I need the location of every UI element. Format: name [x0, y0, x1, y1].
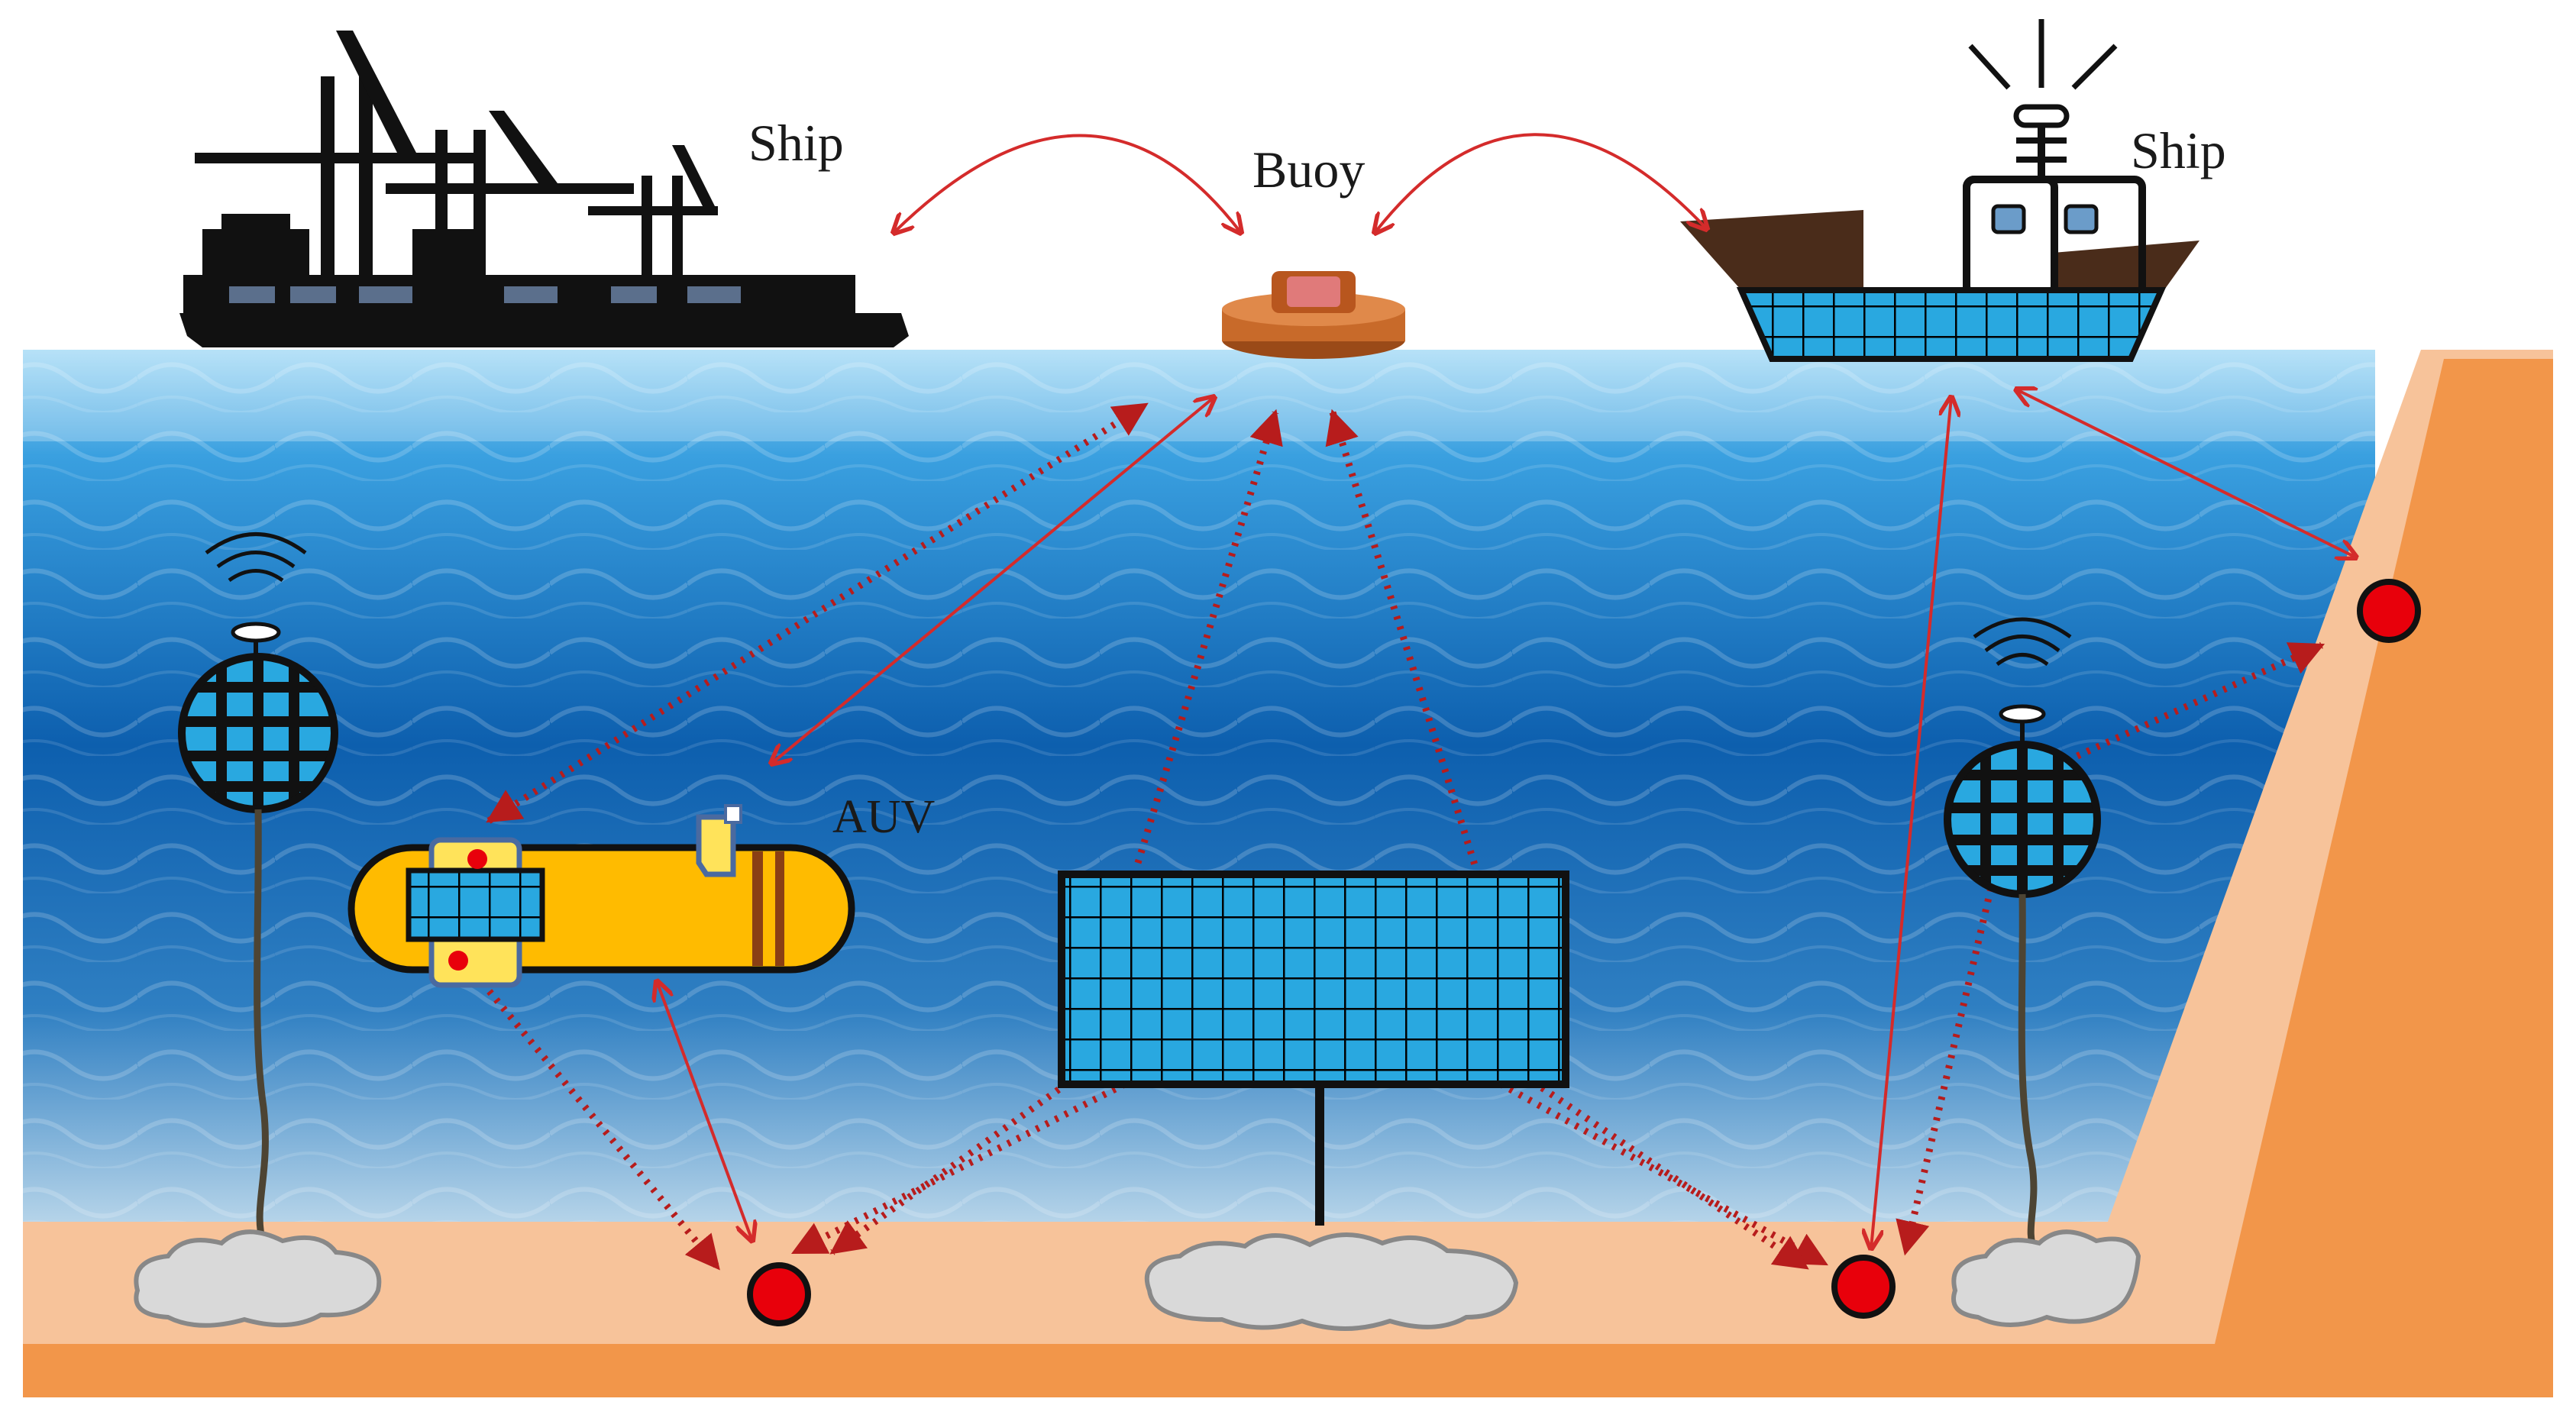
- ship-left-label: Ship: [748, 114, 844, 172]
- seabed-sensor-node-icon: [2357, 579, 2421, 643]
- container-ship-icon: [179, 31, 909, 347]
- fishing-ship-icon: [1680, 19, 2199, 362]
- surface-link-arcs: [894, 133, 1707, 233]
- sensor-array-panel-icon: [1058, 871, 1569, 1331]
- buoy-label: Buoy: [1252, 141, 1365, 199]
- auv-icon: [347, 804, 855, 988]
- seabed-sensor-nodes: [747, 579, 2421, 1326]
- seabed-rock-icon: [134, 1229, 382, 1328]
- buoy-icon: [1222, 271, 1405, 359]
- wireless-signal-icon: [205, 532, 307, 583]
- seabed-sensor-node-icon: [747, 1262, 811, 1326]
- auv-label: AUV: [832, 791, 936, 843]
- wireless-signal-icon: [1973, 617, 2072, 667]
- seabed-rock-icon: [1951, 1229, 2141, 1327]
- seabed-sensor-node-icon: [1831, 1255, 1896, 1319]
- seabed-rock-icon: [1144, 1232, 1519, 1331]
- anchored-node-left: [134, 532, 382, 1328]
- ship-right-label: Ship: [2131, 121, 2226, 179]
- anchored-node-right: [1944, 617, 2141, 1327]
